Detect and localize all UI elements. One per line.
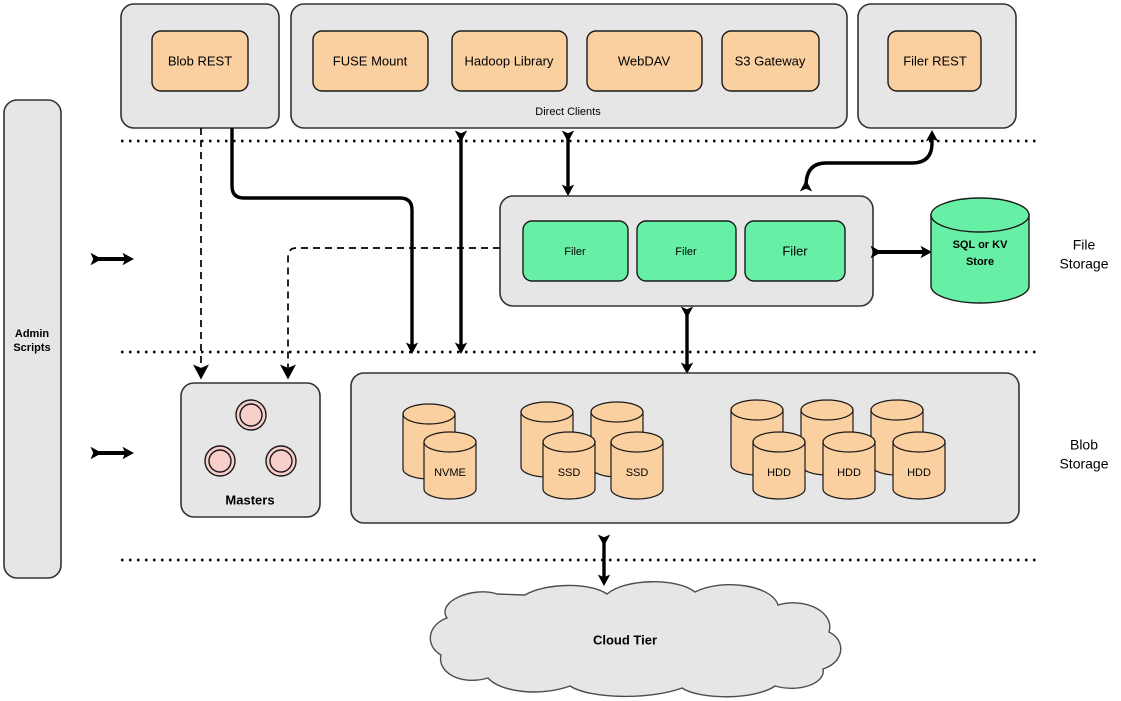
hadoop-library-box[interactable] — [451, 30, 568, 92]
hdd-volume-cluster[interactable]: HDD HDD HDD — [730, 399, 946, 500]
masters-group[interactable]: Masters — [180, 382, 321, 518]
admin-scripts-panel[interactable]: Admin Scripts — [3, 99, 62, 579]
blob-storage-tier-label: Blob Storage — [1059, 437, 1108, 472]
filer-node-3-box[interactable] — [744, 220, 846, 282]
direct-clients-label: Direct Clients — [535, 106, 601, 118]
sql-kv-store-label-line1: SQL or KV — [953, 239, 1008, 251]
filer-rest-group[interactable]: Filer REST — [857, 3, 1017, 129]
filer-group[interactable]: Filer Filer Filer — [499, 195, 874, 307]
ssd-volume-cluster[interactable]: SSD SSD — [520, 401, 664, 500]
file-storage-tier-label: File Storage — [1059, 237, 1108, 272]
blob-rest-group[interactable]: Blob REST — [120, 3, 280, 129]
filer-node-2-box[interactable] — [636, 220, 737, 282]
cloud-tier[interactable]: Cloud Tier — [429, 581, 842, 698]
direct-clients-group[interactable]: FUSE Mount Hadoop Library WebDAV S3 Gate… — [290, 3, 848, 129]
filer-node-3-label: Filer — [782, 243, 808, 258]
blob-storage-label-line1: Blob — [1070, 437, 1098, 453]
filer-rest-box[interactable] — [887, 30, 982, 92]
master-node-1[interactable] — [235, 399, 267, 431]
sql-kv-store-label-line2: Store — [966, 256, 994, 268]
fuse-mount-label: FUSE Mount — [333, 53, 408, 68]
filer-dashed-to-masters — [280, 247, 500, 380]
webdav-box[interactable] — [586, 30, 703, 92]
admin-scripts-label-line2: Scripts — [13, 342, 50, 354]
hdd-label-b: HDD — [837, 467, 861, 479]
webdav-label: WebDAV — [618, 53, 671, 68]
master-node-3[interactable] — [265, 445, 297, 477]
masters-label: Masters — [225, 492, 274, 507]
blob-storage-label-line2: Storage — [1059, 456, 1108, 472]
s3-gateway-label: S3 Gateway — [735, 53, 806, 68]
blob-rest-box[interactable] — [151, 30, 249, 92]
blob-rest-to-volumes-connector — [230, 128, 419, 354]
cloud-tier-label: Cloud Tier — [593, 632, 657, 647]
fuse-mount-box[interactable] — [312, 30, 429, 92]
hdd-label-a: HDD — [767, 467, 791, 479]
blob-storage-group[interactable]: NVME SSD SSD HDD — [350, 372, 1020, 524]
file-storage-label-line1: File — [1073, 237, 1096, 253]
filer-rest-label: Filer REST — [903, 53, 967, 68]
admin-scripts-label-line1: Admin — [15, 328, 50, 340]
filer-node-2-label: Filer — [675, 246, 697, 258]
filer-rest-to-filer-connector — [799, 130, 939, 192]
master-node-2[interactable] — [204, 445, 236, 477]
hdd-label-c: HDD — [907, 467, 931, 479]
ssd-label-b: SSD — [626, 467, 649, 479]
file-storage-label-line2: Storage — [1059, 256, 1108, 272]
nvme-label: NVME — [434, 467, 466, 479]
nvme-volume-cluster[interactable]: NVME — [402, 403, 477, 500]
filer-node-1-box[interactable] — [522, 220, 629, 282]
hadoop-library-label: Hadoop Library — [465, 53, 554, 68]
s3-gateway-box[interactable] — [721, 30, 820, 92]
ssd-label-a: SSD — [558, 467, 581, 479]
blob-rest-label: Blob REST — [168, 53, 232, 68]
sql-kv-store-cylinder[interactable]: SQL or KV Store — [930, 197, 1030, 304]
filer-node-1-label: Filer — [564, 246, 586, 258]
